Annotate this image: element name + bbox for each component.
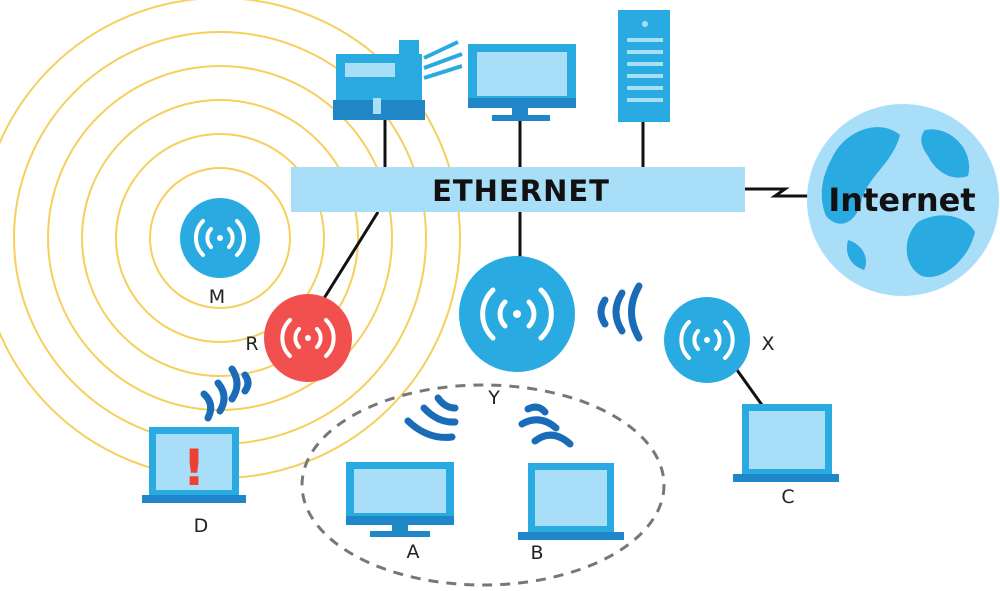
ethernet-label: ETHERNET (432, 174, 610, 208)
rogue-access-point-r (264, 294, 352, 382)
alert-icon: ! (183, 439, 206, 497)
wifi-icon (193, 219, 247, 257)
desktop-client-a-icon (346, 462, 454, 537)
access-point-y (459, 256, 575, 372)
client-group-boundary (300, 383, 666, 587)
access-point-m (180, 198, 260, 278)
internet-label: Internet (828, 181, 975, 219)
wireless-waves (200, 282, 643, 448)
label-m: M (209, 286, 225, 308)
wifi-icon (480, 287, 554, 341)
internet-globe-icon: Internet (807, 104, 999, 296)
ethernet-backbone: ETHERNET (291, 167, 745, 212)
laptop-client-b-icon (518, 463, 624, 540)
label-x: X (761, 333, 774, 355)
label-r: R (245, 333, 258, 355)
access-point-x (664, 297, 750, 383)
laptop-client-c-icon (733, 404, 839, 482)
laptop-client-d-icon: ! (142, 427, 246, 503)
wifi-waves-a (404, 394, 459, 441)
wifi-icon (280, 318, 336, 358)
label-y: Y (487, 387, 500, 409)
label-d: D (194, 515, 209, 537)
label-b: B (530, 542, 543, 564)
label-c: C (781, 486, 794, 508)
printer-icon (333, 40, 463, 120)
wifi-waves-y-x (597, 282, 643, 342)
wifi-waves-b (518, 403, 574, 448)
wifi-icon (679, 320, 735, 360)
desktop-monitor-icon (468, 44, 576, 121)
server-icon (618, 10, 670, 122)
label-a: A (407, 541, 420, 563)
wifi-waves-r-d (200, 365, 252, 422)
wired-links (316, 117, 812, 406)
